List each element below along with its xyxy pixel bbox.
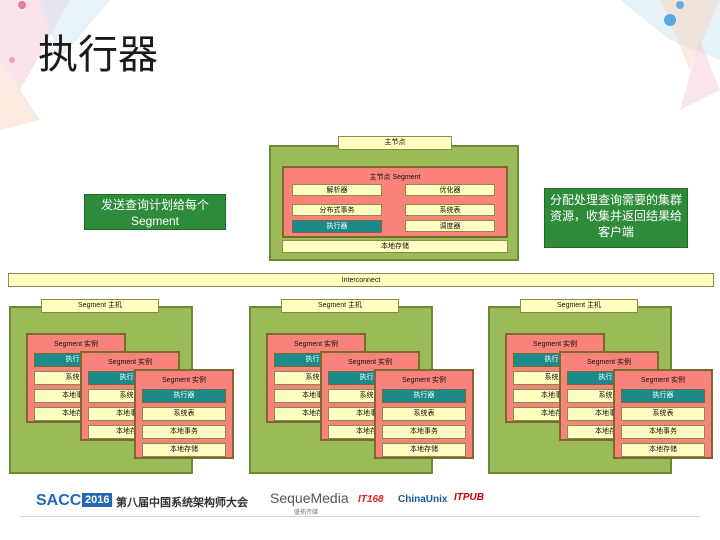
segment-executor: 执行器 [621, 389, 705, 403]
segment-instance-label: Segment 实例 [54, 341, 98, 348]
segment-catalog: 系统表 [382, 407, 466, 421]
segment-instance-label: Segment 实例 [641, 377, 685, 384]
dispatcher-module: 调度器 [405, 220, 495, 232]
segment-instance-label: Segment 实例 [533, 341, 577, 348]
segment-executor: 执行器 [382, 389, 466, 403]
conference-name: 第八届中国系统架构师大会 [116, 497, 248, 509]
segment-instance-label: Segment 实例 [294, 341, 338, 348]
footer-rule [20, 516, 700, 517]
segment-local-storage: 本地存储 [382, 443, 466, 457]
sequemedia-subtitle: 盛拓传媒 [294, 510, 319, 516]
corner-decoration-top-left [0, 0, 110, 130]
segment-executor: 执行器 [142, 389, 226, 403]
segment-catalog: 系统表 [142, 407, 226, 421]
segment-catalog: 系统表 [621, 407, 705, 421]
segment-local-storage: 本地存储 [142, 443, 226, 457]
footer-logos: SACC 2016 第八届中国系统架构师大会 SequeMedia 盛拓传媒 I… [36, 490, 496, 516]
distributed-transaction-module: 分布式事务 [292, 204, 382, 216]
sequemedia-logo: SequeMedia [270, 490, 349, 506]
master-segment-label: 主节点 Segment [369, 174, 421, 181]
parser-module: 解析器 [292, 184, 382, 196]
it168-logo: IT168 [358, 494, 384, 505]
master-local-storage: 本地存储 [282, 240, 508, 253]
year-badge: 2016 [82, 493, 113, 507]
segment-instance-label: Segment 实例 [162, 377, 206, 384]
segment-local-transaction: 本地事务 [382, 425, 466, 439]
optimizer-module: 优化器 [405, 184, 495, 196]
catalog-module: 系统表 [405, 204, 495, 216]
segment-instance-label: Segment 实例 [348, 359, 392, 366]
interconnect-bar: Interconnect [8, 273, 714, 287]
segment-local-transaction: 本地事务 [621, 425, 705, 439]
segment-host-label: Segment 主机 [41, 299, 159, 313]
itpub-logo: ITPUB [454, 492, 484, 503]
segment-host-label: Segment 主机 [281, 299, 399, 313]
page-title: 执行器 [38, 32, 158, 78]
right-note: 分配处理查询需要的集群资源，收集并返回结果给客户端 [544, 188, 688, 248]
chinaunix-logo: ChinaUnix [398, 494, 448, 505]
segment-local-transaction: 本地事务 [142, 425, 226, 439]
sacc-logo: SACC [36, 492, 82, 509]
master-host-label: 主节点 [338, 136, 452, 150]
segment-host-label: Segment 主机 [520, 299, 638, 313]
segment-instance-label: Segment 实例 [402, 377, 446, 384]
segment-local-storage: 本地存储 [621, 443, 705, 457]
executor-module: 执行器 [292, 220, 382, 233]
corner-decoration-top-right [620, 0, 720, 110]
left-note: 发送查询计划给每个 Segment [84, 194, 226, 230]
segment-instance-label: Segment 实例 [108, 359, 152, 366]
segment-instance-label: Segment 实例 [587, 359, 631, 366]
